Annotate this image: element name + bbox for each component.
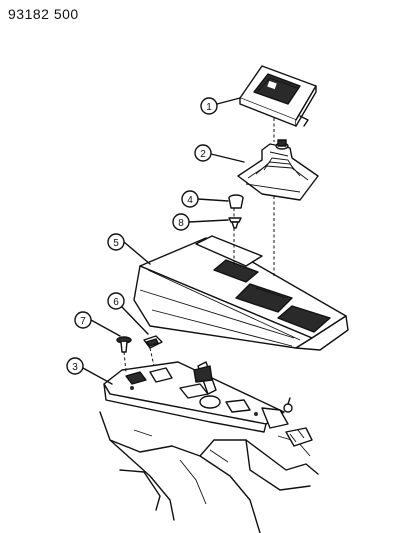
alignment-lines (123, 118, 275, 373)
callout-5: 5 (107, 233, 125, 251)
floor-pan (99, 411, 319, 533)
part-4-plug (228, 194, 244, 209)
callout-4: 4 (181, 190, 199, 208)
callout-6: 6 (107, 292, 125, 310)
part-1-bezel (239, 65, 317, 127)
callout-label: 1 (206, 102, 212, 113)
callout-2: 2 (194, 144, 212, 162)
callout-3: 3 (66, 357, 84, 375)
part-5-console (133, 235, 349, 351)
callout-label: 5 (113, 238, 119, 249)
callout-label: 3 (72, 362, 78, 373)
callout-1: 1 (200, 97, 218, 115)
callout-label: 4 (187, 195, 193, 206)
callout-8: 8 (172, 213, 190, 231)
part-6-nut (143, 335, 163, 349)
callout-label: 8 (178, 218, 184, 229)
figure-id: 93182 500 (8, 6, 79, 22)
callout-label: 7 (80, 316, 86, 327)
callout-7: 7 (74, 311, 92, 329)
part-2-boot (237, 139, 319, 201)
leader-lines (82, 97, 245, 385)
callout-label: 6 (113, 297, 119, 308)
part-8-retainer (228, 217, 242, 229)
part-7-screw (116, 336, 132, 353)
callout-label: 2 (200, 149, 206, 160)
part-3-bracket (103, 361, 293, 433)
